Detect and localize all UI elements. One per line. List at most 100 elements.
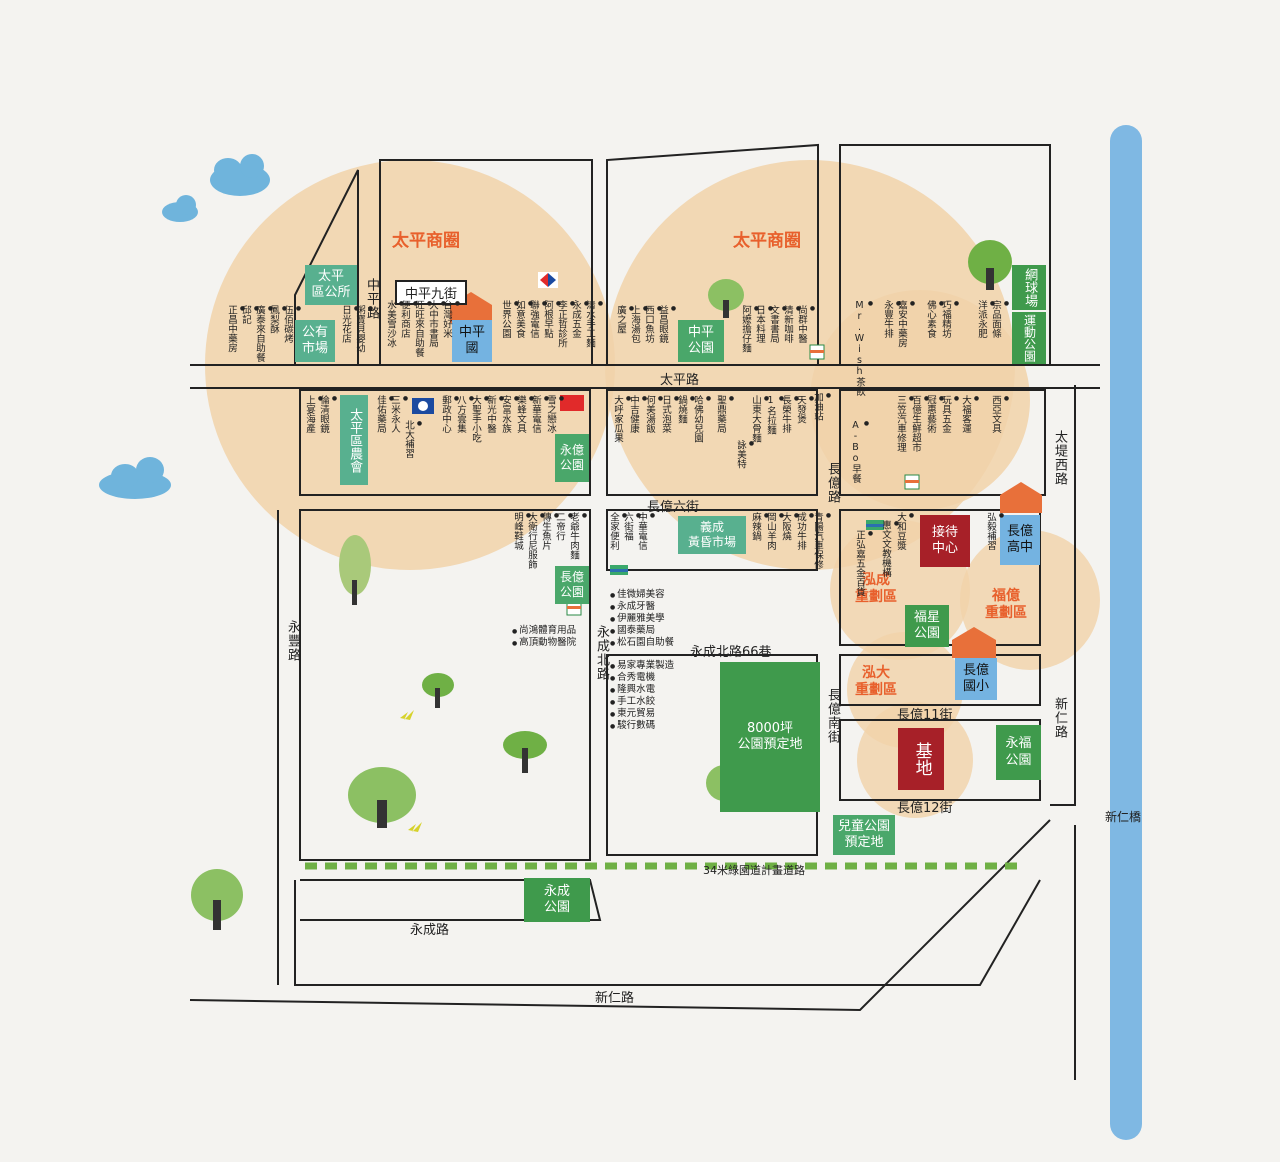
store-label: 洋派永肥 [976, 300, 998, 338]
taiping-farmers-assoc[interactable]: 太平區農會 [340, 395, 368, 485]
store-label: 水美雪沙冰 [385, 300, 407, 348]
store-label: 新光中醫 [485, 395, 507, 433]
store-label: 成功牛排 [795, 512, 817, 550]
store-label: 尚鴻體育用品 [512, 622, 576, 636]
zhongping-park[interactable]: 中平 公園 [678, 320, 724, 362]
yongcheng-park[interactable]: 永成 公園 [524, 878, 590, 922]
store-label: 玩具五金 [940, 395, 962, 433]
store-label: 尚群中醫 [796, 305, 818, 343]
tree-icon [968, 240, 1012, 290]
store-label: 中華電信 [636, 512, 658, 550]
store-label: 弘毅補習 [985, 512, 1007, 550]
store-label: 文書書局 [768, 305, 790, 343]
tree-icon [503, 731, 547, 773]
store-label: 國泰藥局 [610, 622, 655, 636]
store-label: 駿行數碼 [610, 717, 655, 731]
children-park-reserved[interactable]: 兒童公園 預定地 [833, 815, 895, 855]
road-taiti-west: 太堤西路 [1052, 430, 1067, 486]
reception-center[interactable]: 接待 中心 [920, 515, 970, 567]
tree-icon [708, 279, 744, 318]
road-changyi: 長億路 [825, 462, 840, 504]
store-label: 冠惠藝術 [925, 395, 947, 433]
store-label: 佳佑藥局 [375, 395, 397, 433]
fuxing-park[interactable]: 福星 公園 [905, 605, 949, 647]
store-label: 三米永人 [389, 395, 411, 433]
tree-icon [339, 535, 371, 605]
store-label: 巧福精坊 [940, 300, 962, 338]
carrefour-icon [538, 272, 558, 288]
store-label: 青陽汽車保修 [812, 512, 834, 569]
store-label: 大呼家瓜果 [612, 395, 634, 443]
store-label: 隆興水電 [610, 681, 655, 695]
store-label: 邱記 [240, 305, 262, 324]
store-label: 世界公園 [500, 300, 522, 338]
road-yongcheng-north-66: 永成北路66巷 [690, 645, 772, 660]
store-label: 山東大骨麵 [750, 395, 772, 443]
road-xinren-bottom: 新仁路 [595, 991, 635, 1006]
store-label: 粥寶貝嬰幼 [354, 305, 376, 353]
store-label: 日本料理 [754, 305, 776, 343]
site-base[interactable]: 基地 [898, 728, 944, 790]
taiping-district-office[interactable]: 太平 區公所 [305, 265, 357, 305]
store-label: 佛心素食 [925, 300, 947, 338]
tennis-court[interactable]: 網球場 [1012, 265, 1046, 310]
store-label: 永豐牛排 [882, 300, 904, 338]
river [1110, 125, 1142, 1140]
road-xinren-right: 新仁路 [1052, 697, 1067, 739]
store-label: 三笠汽車修理 [895, 395, 917, 452]
family-mart-icon [610, 565, 628, 575]
tree-icon [191, 869, 243, 930]
store-label: 東元貿易 [610, 705, 655, 719]
store-label: 北大補習 [403, 420, 425, 458]
road-yongcheng-north: 永成北路 [594, 625, 609, 681]
store-label: 清新咖啡 [782, 305, 804, 343]
road-changyi-12th: 長億12街 [897, 801, 953, 816]
changyi-elementary[interactable]: 長億 國小 [955, 658, 997, 700]
cloud-icon [99, 457, 171, 499]
seven-eleven-icon [904, 474, 920, 490]
store-label: 上海湯包 [629, 305, 651, 343]
store-label: 正弘嘉五金百貨 [854, 530, 876, 597]
store-label: 清水手工麵 [584, 300, 606, 348]
sports-park[interactable]: 運動公園 [1012, 312, 1046, 364]
road-taiping: 太平路 [660, 373, 700, 388]
road-yongfeng: 永豐路 [285, 620, 300, 662]
store-label: 聖鼎藥局 [715, 395, 737, 433]
zhongping-school[interactable]: 中平 國 [452, 320, 492, 362]
yongyi-park[interactable]: 永億 公園 [555, 434, 589, 482]
store-label: 易家專業製造 [610, 657, 674, 671]
store-label: 正昌中藥房 [226, 305, 248, 353]
store-label: 嘉安中藥房 [896, 300, 918, 348]
store-label: 旺旺來自助餐 [413, 300, 435, 357]
store-label: 廣泰來自助餐 [254, 305, 276, 362]
road-changyi-6th: 長億六街 [647, 500, 700, 515]
store-label: 益昌眼鏡 [657, 305, 679, 343]
store-label: 手工水餃 [610, 693, 655, 707]
family-mart-icon [866, 520, 884, 530]
yicheng-market[interactable]: 義成 黃昏市場 [678, 516, 746, 554]
store-label: 大聖手小吃 [470, 395, 492, 443]
store-label: 松石園自助餐 [610, 634, 674, 648]
post-office-icon [412, 398, 434, 414]
school-icon [952, 627, 996, 658]
store-label: 上宴海產 [304, 395, 326, 433]
park-8000-reserved[interactable]: 8000坪 公園預定地 [720, 662, 820, 812]
store-label: 伍佰碳烤 [282, 305, 304, 343]
store-label: 西口魚坊 [643, 305, 665, 343]
zone-label-fude: 福億 重劃區 [985, 588, 1027, 621]
store-label: 何美湯飯 [644, 395, 666, 433]
zone-label-taiping-2: 太平商圈 [733, 231, 801, 251]
store-label: 惠文文教機構 [880, 520, 902, 577]
road-greenway: 34米綠園道計畫道路 [703, 864, 805, 877]
yongfu-park[interactable]: 永福 公園 [996, 725, 1041, 780]
changyi-park[interactable]: 長億 公園 [555, 566, 589, 604]
store-label: 如意美食 [514, 300, 536, 338]
road-xinren-bridge: 新仁橋 [1105, 810, 1142, 824]
road-changyi-south: 長億南街 [825, 688, 840, 744]
store-label: 阿嬤擔仔麵 [740, 305, 762, 353]
store-label: 大中市書局 [427, 300, 449, 348]
store-label: 百億生鮮超市 [910, 395, 932, 452]
store-label: A-Bo早餐 [850, 420, 872, 483]
store-label: 全家便利 [608, 512, 630, 550]
